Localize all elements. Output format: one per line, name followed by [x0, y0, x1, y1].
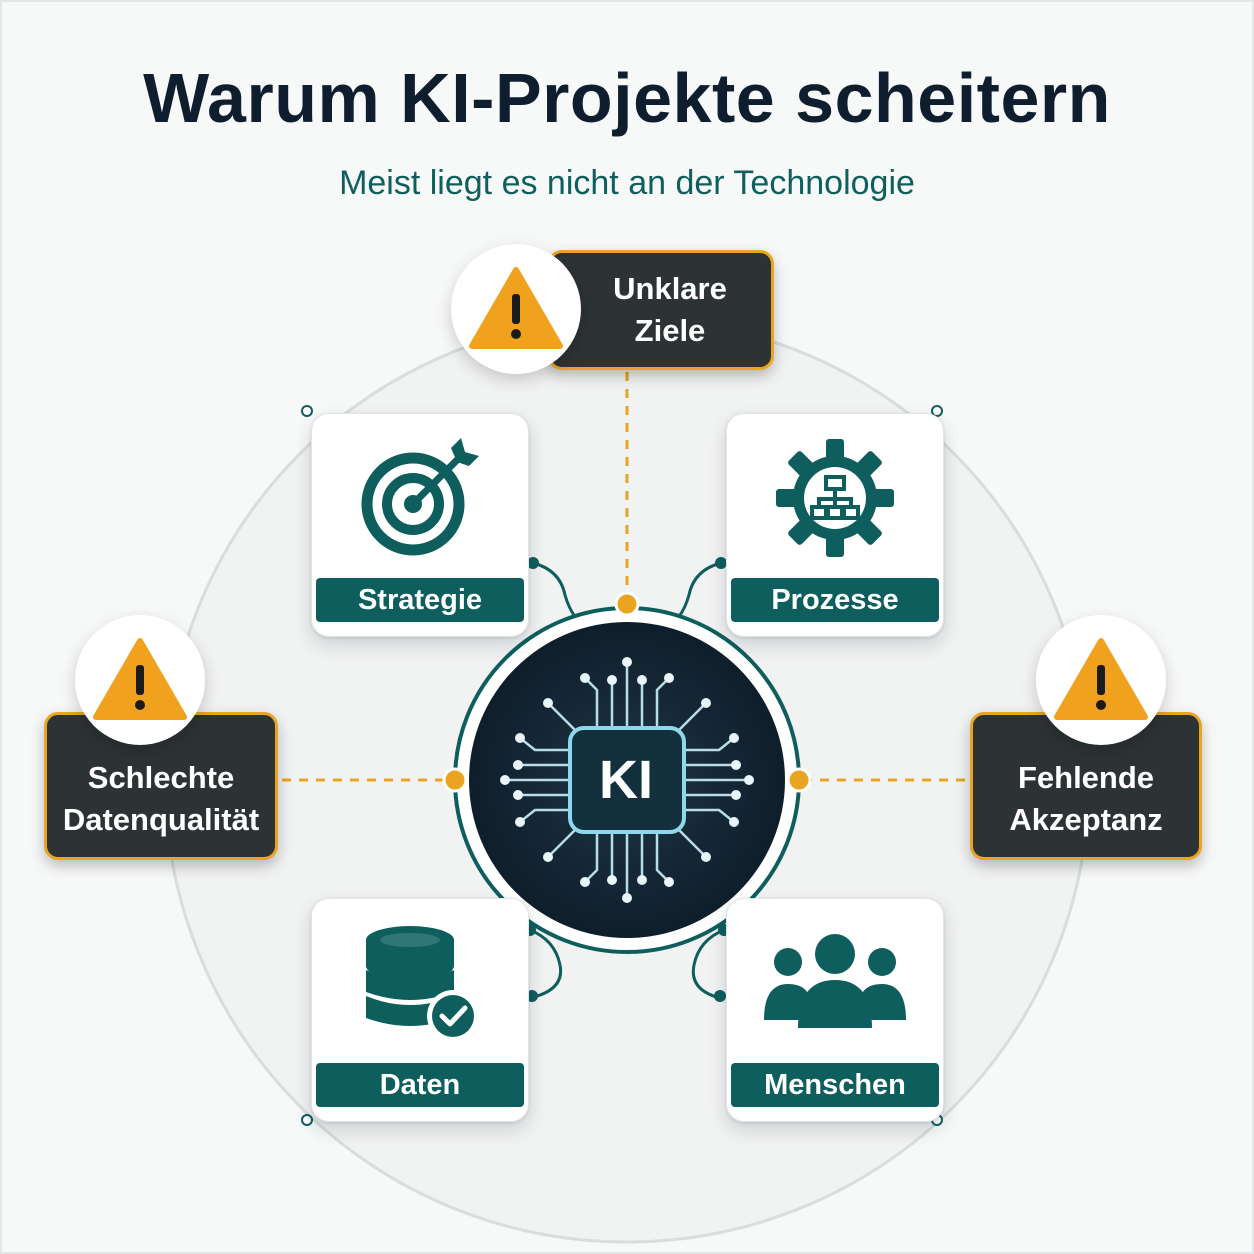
junction-dots [442, 591, 812, 793]
ai-chip-icon [568, 726, 686, 834]
warning-text-line1: Fehlende [1017, 760, 1155, 795]
warning-text-line2: Ziele [634, 313, 706, 348]
page-title: Warum KI-Projekte scheitern [143, 59, 1111, 137]
warning-badge-right [1036, 615, 1166, 745]
page-subtitle: Meist liegt es nicht an der Technologie [339, 164, 915, 202]
circuit-nodes [500, 657, 754, 903]
card-label: Strategie [316, 578, 524, 622]
warning-text-line2: Datenqualität [62, 802, 260, 837]
database-check-icon [366, 926, 479, 1042]
warning-icon [469, 267, 563, 349]
warning-text-line1: Schlechte [87, 760, 235, 795]
dashed-connectors [282, 372, 972, 782]
gear-process-icon [776, 439, 894, 557]
target-icon [361, 438, 479, 556]
people-group-icon [764, 934, 906, 1028]
card-label: Menschen [731, 1063, 939, 1107]
card-label: Prozesse [731, 578, 939, 622]
warning-badge-top [451, 244, 581, 374]
card-strategie: Strategie [311, 413, 529, 637]
card-menschen: Menschen [726, 898, 944, 1122]
card-daten: Daten [311, 898, 529, 1122]
card-label: Daten [316, 1063, 524, 1107]
warning-text-line2: Akzeptanz [1009, 802, 1163, 837]
warning-badge-left [75, 615, 205, 745]
card-prozesse: Prozesse [726, 413, 944, 637]
warning-text-line1: Unklare [613, 271, 727, 306]
circuit-traces [503, 660, 751, 900]
center-ki-label: KI [599, 750, 653, 810]
warning-icon [93, 638, 187, 720]
warning-icon [1054, 638, 1148, 720]
